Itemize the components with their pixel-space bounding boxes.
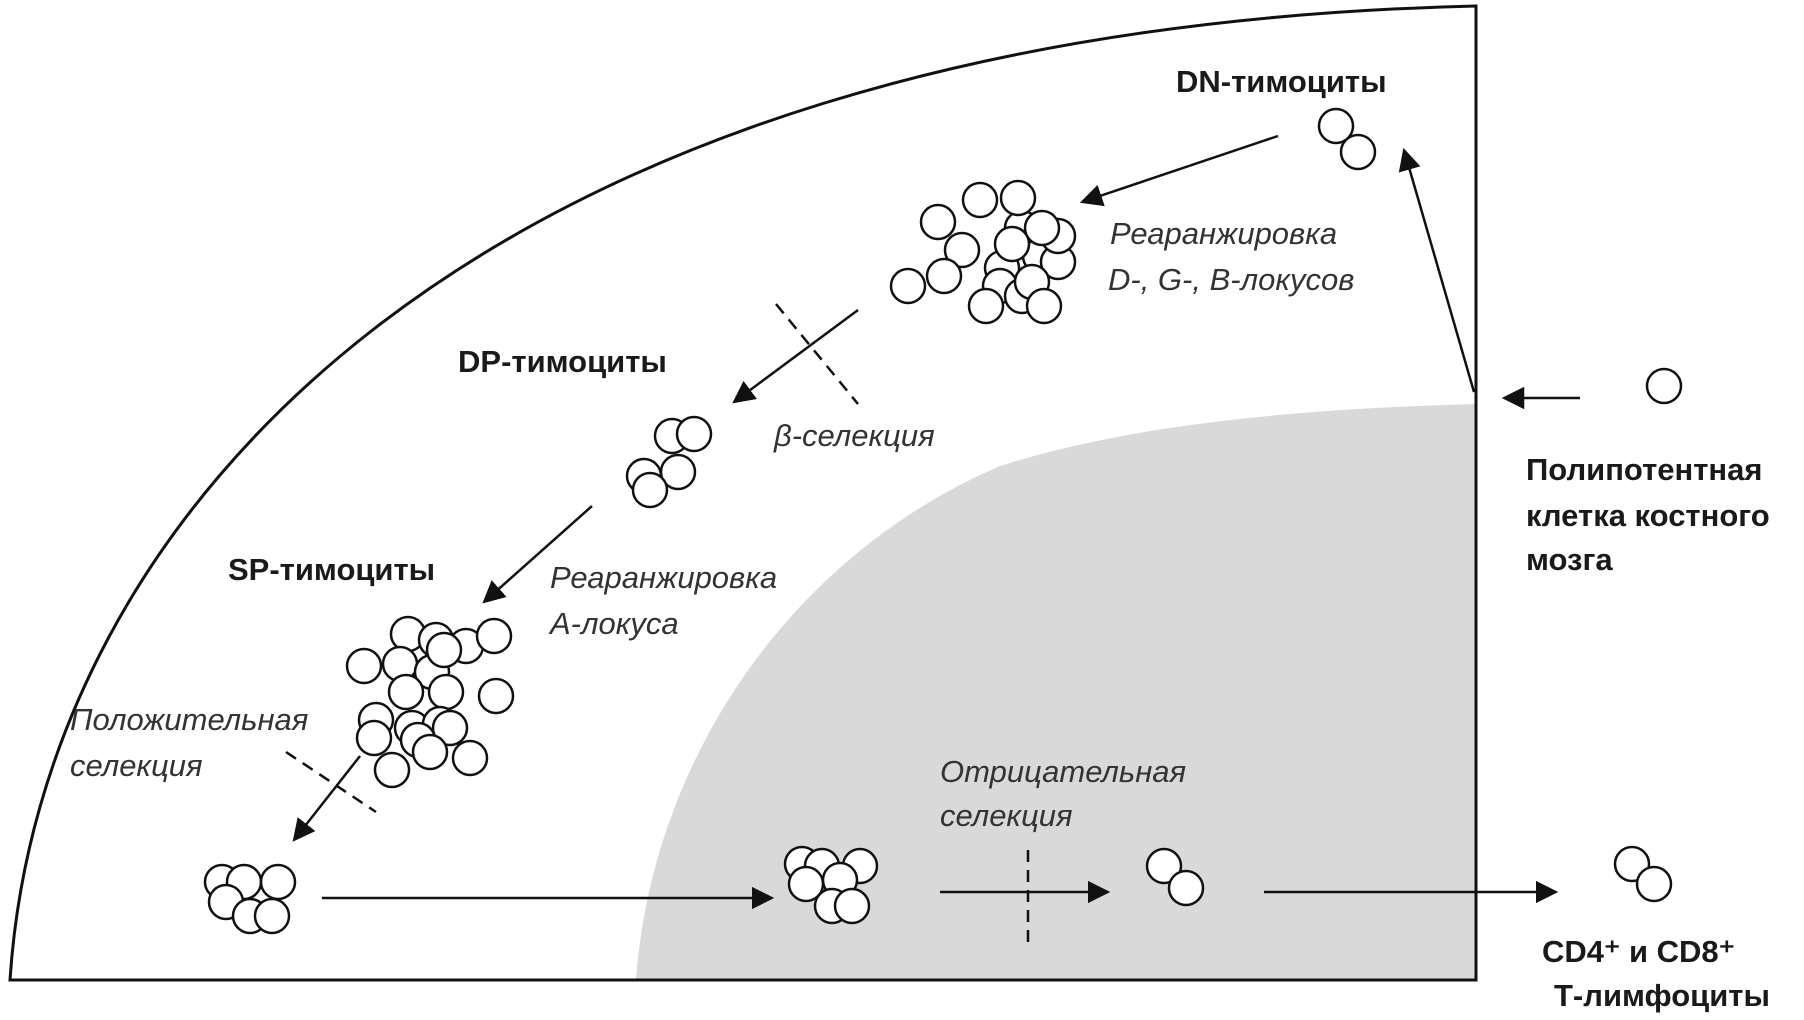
cell-circle (431, 709, 469, 747)
cell-circle (427, 673, 465, 711)
cell-circle (675, 415, 713, 453)
cell-circle (1645, 367, 1683, 405)
positive-selection-label-2: селекция (70, 748, 203, 783)
cell-circle (993, 225, 1031, 263)
cell-circle (919, 203, 957, 241)
medulla-region (636, 404, 1476, 980)
cell-circle (411, 733, 449, 771)
cell-circle (943, 231, 981, 269)
cell-circle (387, 673, 425, 711)
a-rearrangement-label-2: А-локуса (550, 606, 679, 641)
sp-cluster-cells (345, 615, 515, 789)
cells (203, 107, 1683, 935)
positive-selection-label-1: Положительная (70, 702, 309, 737)
positive-selection-checkpoint (285, 750, 377, 814)
dp-thymocytes-label: DP-тимоциты (458, 344, 667, 379)
output-label-1: CD4⁺ и CD8⁺ (1542, 934, 1736, 969)
arrows (292, 134, 1580, 910)
cluster-to-dp-arrow (732, 308, 859, 404)
cell-circle (999, 179, 1037, 217)
thymus-lobe-outline (8, 4, 1478, 982)
cell-circle (889, 267, 927, 305)
stem-cell (1645, 367, 1683, 405)
dgb-rearrangement-label-2: D-, G-, B-локусов (1108, 262, 1355, 297)
output-label-2: Т-лимфоциты (1554, 978, 1770, 1013)
negatively-selected-cells (1145, 847, 1205, 907)
sp-thymocytes-label: SP-тимоциты (228, 552, 436, 587)
beta-selection-checkpoint (775, 303, 859, 405)
cell-circle (1145, 847, 1183, 885)
dn-thymocytes-label: DN-тимоциты (1176, 64, 1387, 99)
cell-circle (345, 647, 383, 685)
stem-cell-label-3: мозга (1526, 542, 1613, 577)
cell-circle (1635, 865, 1673, 903)
stem-to-dn-arrow (1398, 147, 1476, 393)
cell-circle (451, 739, 489, 777)
cell-circle (925, 257, 963, 295)
cell-circle (259, 863, 297, 901)
stem-cell-label-2: клетка костного (1526, 498, 1770, 533)
positively-selected-cells (203, 863, 297, 935)
negative-selection-label-2: селекция (940, 798, 1073, 833)
dp-to-sp-arrow (482, 505, 593, 604)
cell-circle (631, 471, 669, 509)
negative-selection-label-1: Отрицательная (940, 754, 1187, 789)
beta-selection-label: β-селекция (774, 418, 935, 453)
stem-cell-label-1: Полипотентная (1526, 452, 1763, 487)
cell-circle (1023, 209, 1061, 247)
cell-circle (373, 751, 411, 789)
cell-circle (425, 631, 463, 669)
dn-to-cluster-arrow (1079, 134, 1279, 207)
cell-circle (1317, 107, 1355, 145)
dp-cells (625, 415, 713, 509)
cell-circle (475, 617, 513, 655)
sp-to-selected-arrow (292, 755, 361, 842)
output-cells (1613, 845, 1673, 903)
cell-circle (355, 719, 393, 757)
a-rearrangement-label-1: Реаранжировка (550, 560, 778, 595)
dgb-rearrangement-label-1: Реаранжировка (1110, 216, 1338, 251)
medulla-cells (783, 845, 879, 925)
cell-circle (477, 677, 515, 715)
cell-circle (961, 181, 999, 219)
cell-circle (967, 287, 1005, 325)
cell-circle (1167, 869, 1205, 907)
dn-cells (1317, 107, 1377, 171)
cell-circle (1339, 133, 1377, 171)
cell-circle (659, 453, 697, 491)
cell-circle (833, 887, 871, 925)
cell-circle (1025, 287, 1063, 325)
cell-circle (253, 897, 291, 935)
proliferating-cluster-cells (889, 179, 1077, 325)
checkpoints (285, 303, 1030, 950)
